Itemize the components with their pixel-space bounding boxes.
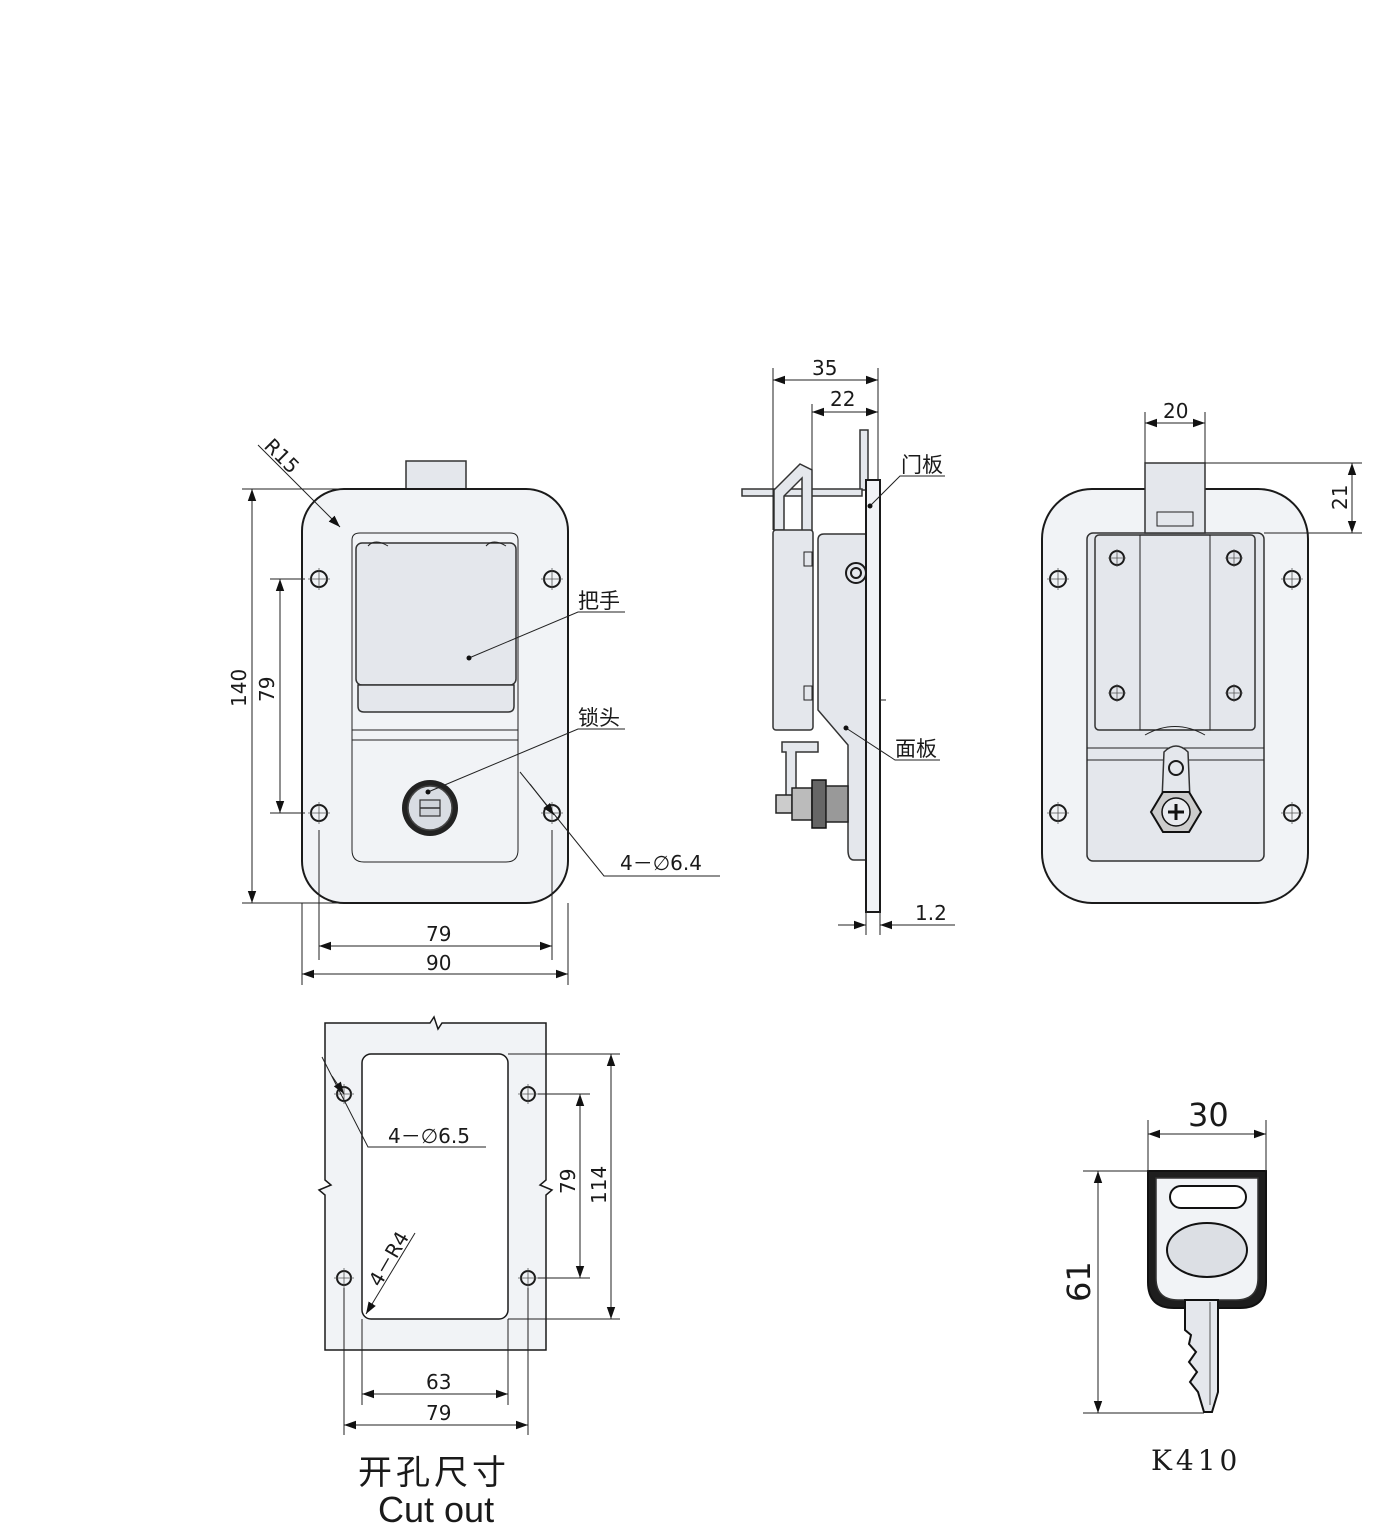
dim-height-holes: 79	[255, 677, 279, 702]
handle-pins	[367, 541, 507, 547]
dim-opening-width: 63	[426, 1370, 451, 1394]
mounting-hole	[1281, 802, 1303, 824]
lock-callout: 锁头	[578, 706, 620, 730]
cutout-caption-en: Cut out	[378, 1489, 494, 1528]
dim-latch-width: 20	[1163, 399, 1188, 423]
cutout-opening	[361, 1053, 509, 1320]
front-view: R15 140 79 79 90 4－∅6.4 把手 锁头	[227, 434, 720, 985]
dim-height-outer: 140	[227, 669, 251, 707]
handle	[355, 542, 517, 686]
door-panel-section	[859, 429, 869, 491]
dim-width-holes: 79	[426, 922, 451, 946]
cutout-holes-callout: 4－∅6.5	[388, 1124, 470, 1148]
panel-callout: 面板	[895, 737, 937, 761]
mounting-hole	[1047, 568, 1069, 590]
cutout-hole	[518, 1268, 538, 1288]
cutout-view: 4－∅6.5 4－R4 114 79 63 79 开孔尺寸 Cut out	[317, 1015, 620, 1528]
mounting-hole	[541, 568, 563, 590]
face-plate-edge	[865, 479, 881, 913]
dim-key-height: 61	[1060, 1261, 1098, 1302]
bolt	[1225, 549, 1243, 567]
mounting-hole	[1281, 568, 1303, 590]
handle-housing	[772, 529, 814, 731]
latch-tongue	[1144, 462, 1206, 534]
cutout-caption-cn: 开孔尺寸	[358, 1453, 510, 1493]
key-view: 30 61 K410	[1060, 1096, 1267, 1477]
radius-dimension: R15	[259, 434, 304, 479]
dim-width-outer: 90	[426, 951, 451, 975]
body-shell	[817, 533, 867, 861]
handle-callout: 把手	[578, 589, 620, 613]
dim-holes-width: 79	[426, 1401, 451, 1425]
handle-lip	[357, 684, 515, 713]
plate-recess	[351, 532, 519, 863]
dim-latch-height: 21	[1328, 485, 1352, 510]
mounting-hole	[308, 802, 330, 824]
bolt	[1108, 549, 1126, 567]
key-model: K410	[1151, 1444, 1241, 1477]
back-view: 20 21	[1041, 399, 1362, 904]
mounting-hole	[1047, 802, 1069, 824]
lock-cylinder	[402, 780, 458, 836]
cutout-hole	[518, 1084, 538, 1104]
bolt	[1225, 684, 1243, 702]
latch-hook	[773, 463, 813, 539]
dim-opening-height: 114	[587, 1166, 611, 1204]
dim-thickness: 1.2	[915, 901, 947, 925]
mounting-hole	[308, 568, 330, 590]
dim-holes-height: 79	[556, 1169, 580, 1194]
bolt	[1108, 684, 1126, 702]
dim-depth-body: 22	[830, 387, 855, 411]
dim-depth-total: 35	[812, 356, 837, 380]
holes-callout: 4－∅6.4	[620, 851, 702, 875]
lock-nut	[1149, 791, 1203, 833]
door-callout: 门板	[901, 453, 943, 477]
latch-tab	[405, 460, 467, 492]
side-view: 35 22 门板 面板 1.2	[741, 356, 955, 935]
key-blade	[1184, 1299, 1219, 1413]
cutout-hole	[334, 1268, 354, 1288]
dim-key-width: 30	[1188, 1096, 1229, 1134]
lock-barrel	[775, 779, 849, 829]
